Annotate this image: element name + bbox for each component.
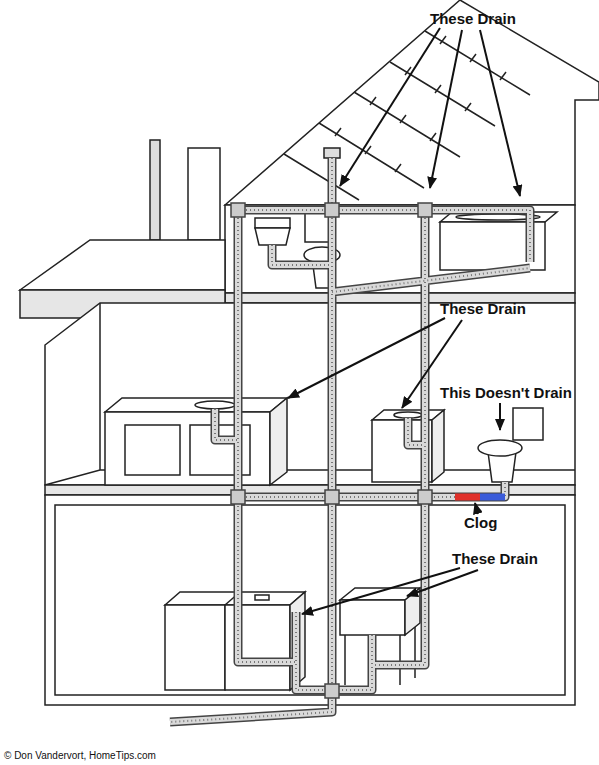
annotation-label: Clog [464, 514, 564, 531]
door-frame [188, 148, 220, 240]
copyright-notice: © Don Vandervort, HomeTips.com [4, 750, 304, 762]
pipe-stipple [170, 158, 530, 722]
leader-arrow [340, 28, 440, 186]
sink-backsplash [255, 218, 290, 228]
annotation-label: These Drain [440, 300, 590, 317]
leader-arrow [302, 568, 460, 614]
basement-inner-wall [55, 505, 565, 695]
cabinet-side [270, 398, 287, 485]
deck-top [20, 240, 225, 290]
roof-shingles [284, 31, 530, 200]
washer-lid [255, 595, 269, 600]
cleanout-fitting [325, 684, 339, 698]
counter-top [105, 398, 287, 412]
pipe-fitting [231, 203, 245, 217]
roof-vent-cap [324, 148, 340, 158]
pipe-body [170, 158, 530, 722]
drain-pipes [170, 158, 530, 722]
laundry-tub-legs [345, 627, 415, 685]
kitchen-sink [195, 401, 235, 409]
pipe-fitting [325, 203, 339, 217]
pipe-fitting [418, 203, 432, 217]
leader-arrow [499, 403, 501, 430]
leader-arrow [288, 318, 445, 398]
leader-arrow [480, 30, 520, 196]
wall-post [150, 140, 160, 240]
pipe-outline [170, 158, 530, 722]
pipe-fitting [418, 490, 432, 504]
dryer [165, 605, 225, 690]
laundry-tub [340, 600, 405, 635]
annotation-label: These Drain [452, 550, 592, 567]
pipe-fittings [231, 203, 432, 698]
house-structure [20, 0, 599, 705]
clog-red [455, 494, 480, 501]
leader-arrow [430, 30, 462, 188]
middle-toilet-bowl [478, 440, 522, 456]
pipe-fitting [231, 490, 245, 504]
kitchen-cabinet [105, 412, 270, 485]
upper-sink [255, 228, 290, 245]
leader-arrow [407, 570, 478, 596]
roof [225, 0, 599, 205]
vanity-side [432, 410, 444, 482]
clog-blue [480, 494, 505, 501]
cabinet-door [125, 425, 180, 475]
middle-toilet-tank [513, 408, 543, 440]
leader-arrow [475, 503, 478, 514]
basement [45, 495, 575, 705]
vanity-sink [394, 412, 422, 418]
pipe-fitting [325, 490, 339, 504]
annotation-label: These Drain [430, 10, 580, 27]
annotation-label: This Doesn't Drain [440, 384, 597, 401]
